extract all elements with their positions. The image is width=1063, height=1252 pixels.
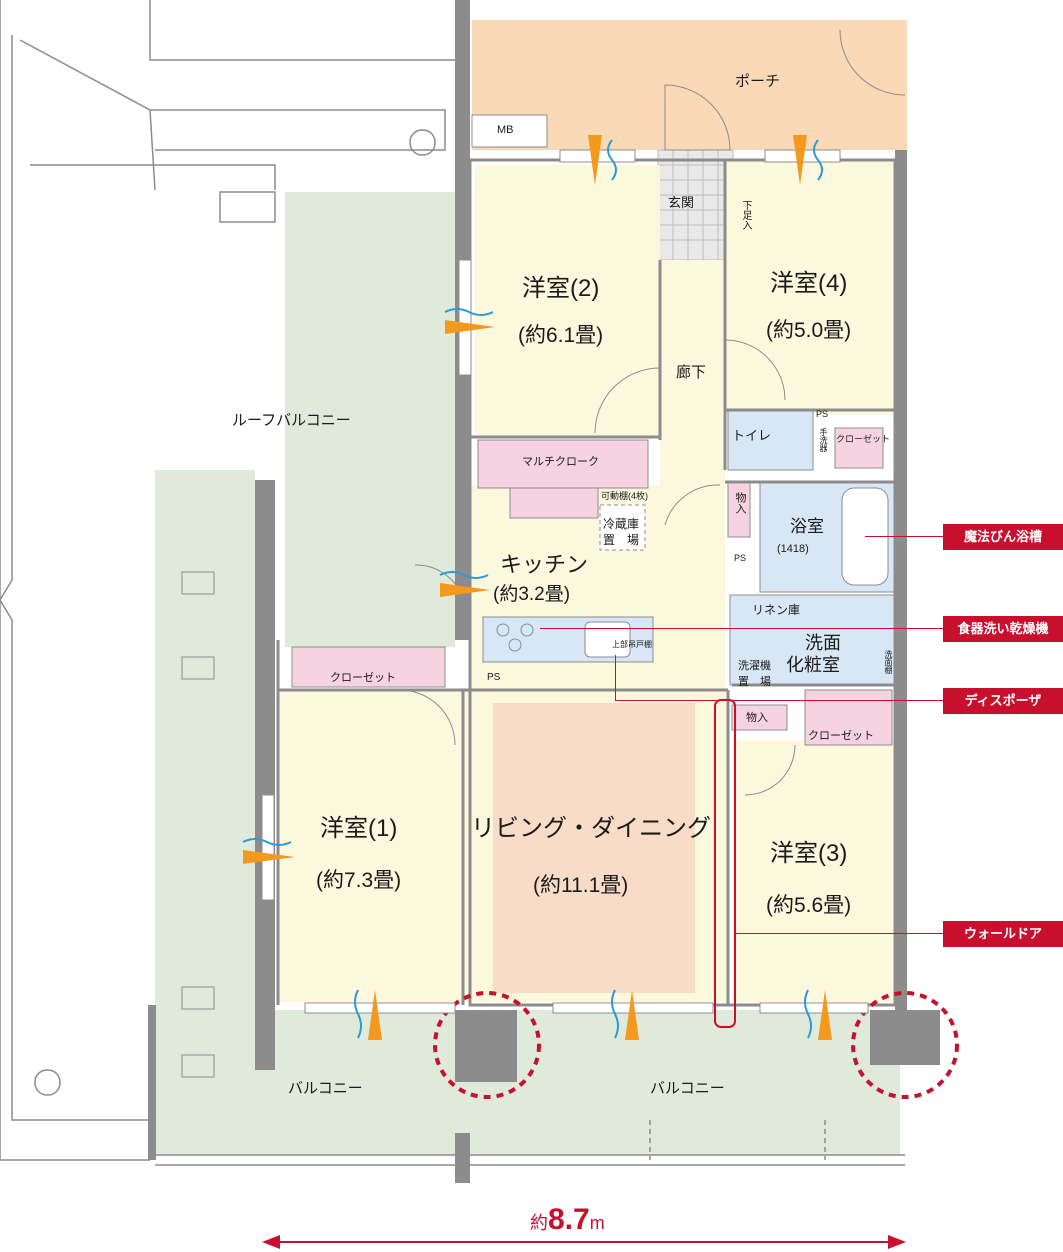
bath-label: 浴室 [790,517,824,536]
ps-label-2: PS [734,553,747,563]
balcony-area [155,1010,900,1155]
room3-size: (約5.6畳) [766,894,852,917]
column-highlight-2 [851,991,959,1099]
washroom-label-2: 化粧室 [786,655,840,675]
balcony-label-1: バルコニー [288,1080,363,1097]
multi-cloak-lower [509,487,599,519]
shoe-label: 下足入 [740,200,751,230]
room2-label: 洋室(2) [522,275,600,302]
room1-closet [291,646,446,688]
fridge-label-2: 置 場 [603,533,640,547]
stove-burners [496,623,534,652]
linen-label: リネン庫 [752,603,801,617]
fridge-label-1: 冷蔵庫 [603,517,640,531]
callout-dishwasher: 食器洗い乾燥機 [943,616,1063,642]
living-floor [493,703,695,993]
room3-closet [804,689,893,746]
ventilation-markers [242,135,832,1040]
living-size: (約11.1畳) [533,874,629,897]
room3-label: 洋室(3) [770,840,848,867]
dimension-prefix: 約 [530,1213,548,1233]
bath-size: (1418) [777,543,809,555]
room4-closet [834,427,884,469]
callout-line-disposer [615,700,943,701]
room1-label: 洋室(1) [320,815,398,842]
dimension-label: 約8.7m [530,1203,605,1237]
room2-size: (約6.1畳) [518,324,604,347]
room4-closet-label: クローゼット [836,434,891,444]
fridge-space [599,504,646,551]
upper-cabinet-label: 上部吊戸棚 [612,640,652,649]
mb-box [471,114,548,148]
toilet-area [727,409,814,471]
handwash-label: 手洗器 [819,428,828,452]
callout-magic-bath: 魔法びん浴槽 [943,524,1063,550]
outline-left [0,0,465,1161]
porch-label: ポーチ [735,73,781,90]
column-highlight-1 [433,991,541,1099]
door-swings [399,29,906,796]
washer-label-1: 洗濯機 [738,660,771,672]
columns [148,0,940,1183]
storage-label-1: 物入 [734,492,746,514]
storage-label-2: 物入 [746,712,768,724]
callout-disposer: ディスポーザ [943,688,1063,714]
room1-area [278,690,463,1002]
washroom-area [729,594,896,686]
callout-line-walldoor [735,933,943,934]
room2-area [475,165,660,437]
ps-label-3: PS [487,672,501,683]
dimension-arrow [262,1235,906,1249]
living-label: リビング・ダイニング [471,815,711,842]
multi-cloak-area [477,439,649,489]
storage-box-2 [731,704,788,731]
hall-label: 廊下 [676,364,707,381]
toilet-label: トイレ [732,428,772,443]
room4-area [725,160,895,415]
washroom-label-1: 洗面 [805,633,841,653]
genkan-label: 玄関 [668,195,695,210]
roof-balcony-strip [155,470,255,1025]
balcony-label-2: バルコニー [650,1080,725,1097]
room1-closet-label: クローゼット [330,672,396,684]
wash-shelf-label: 洗面棚 [884,650,893,674]
callout-wall-door: ウォールドア [943,921,1063,947]
callout-line-bath [865,536,943,537]
movable-shelf-label: 可動棚(4枚) [601,491,648,501]
sink [584,621,631,658]
roof-blocks [181,571,215,1078]
room3-area [732,740,895,1002]
room4-size: (約5.0畳) [766,319,852,342]
multi-cloak-label: マルチクローク [522,456,599,468]
room4-label: 洋室(4) [770,270,848,297]
callout-line-disposer-v [615,655,616,700]
room3-closet-label: クローゼット [808,730,874,742]
kitchen-size: (約3.2畳) [493,584,571,605]
callout-line-dishwasher [540,628,943,629]
washer-label-2: 置 場 [738,676,771,688]
roof-balcony-area [285,192,455,647]
ps-label-1: PS [816,409,829,419]
mb-label: MB [497,124,514,136]
dimension-unit: m [589,1213,605,1233]
kitchen-label: キッチン [500,552,589,577]
dimension-value: 8.7 [548,1203,590,1236]
balcony-railing [155,1120,905,1166]
roof-balcony-label: ルーフバルコニー [232,412,351,429]
room1-size: (約7.3畳) [316,869,402,892]
